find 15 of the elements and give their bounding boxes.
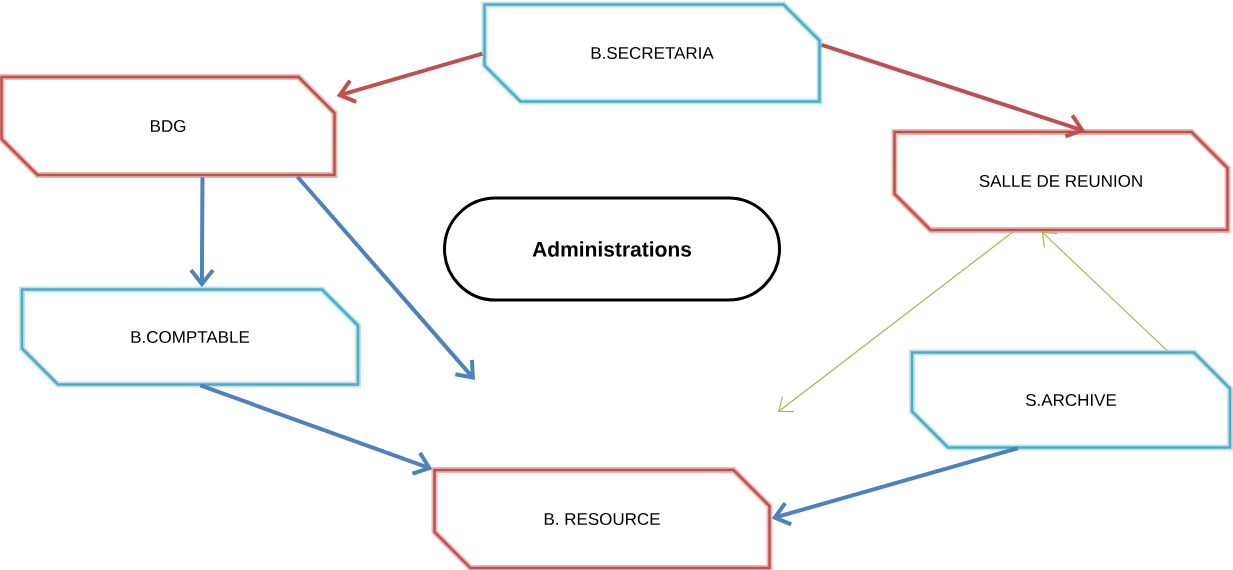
process-box: SALLE DE REUNION (891, 129, 1231, 233)
arrow (821, 42, 1086, 139)
process-box: S.ARCHIVE (909, 349, 1233, 451)
arrow (1041, 231, 1168, 352)
arrow (771, 446, 1019, 527)
process-box: BDG (0, 74, 338, 178)
process-box: B.SECRETARIA (481, 1, 823, 105)
process-box: B. RESOURCE (431, 467, 773, 570)
arrow (296, 175, 475, 380)
arrow (778, 230, 1015, 413)
arrow (189, 177, 215, 288)
process-box: B.COMPTABLE (19, 286, 361, 388)
arrow (199, 383, 433, 476)
title-pill: Administrations (443, 196, 781, 302)
arrow (336, 51, 483, 104)
